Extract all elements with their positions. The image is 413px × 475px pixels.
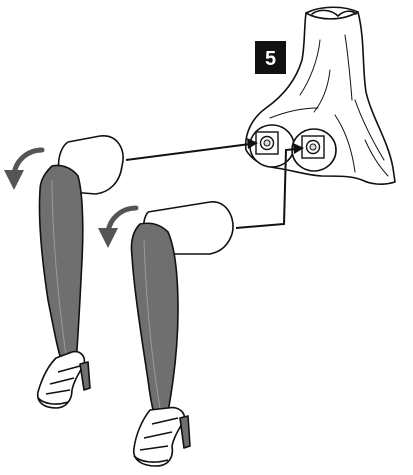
rotate-arrow-right-icon — [98, 208, 136, 248]
insert-arrow-left-icon — [126, 138, 258, 160]
right-leg — [131, 223, 190, 466]
right-hip-socket — [302, 136, 324, 158]
rotate-arrow-left-icon — [4, 150, 42, 190]
left-leg-body — [39, 165, 82, 362]
left-leg — [38, 165, 90, 408]
step-badge: 5 — [255, 41, 286, 74]
left-hip-socket — [256, 132, 278, 154]
left-sandal — [38, 352, 90, 408]
right-leg-body — [131, 223, 178, 414]
right-sandal — [134, 408, 190, 466]
step-number: 5 — [265, 48, 276, 70]
